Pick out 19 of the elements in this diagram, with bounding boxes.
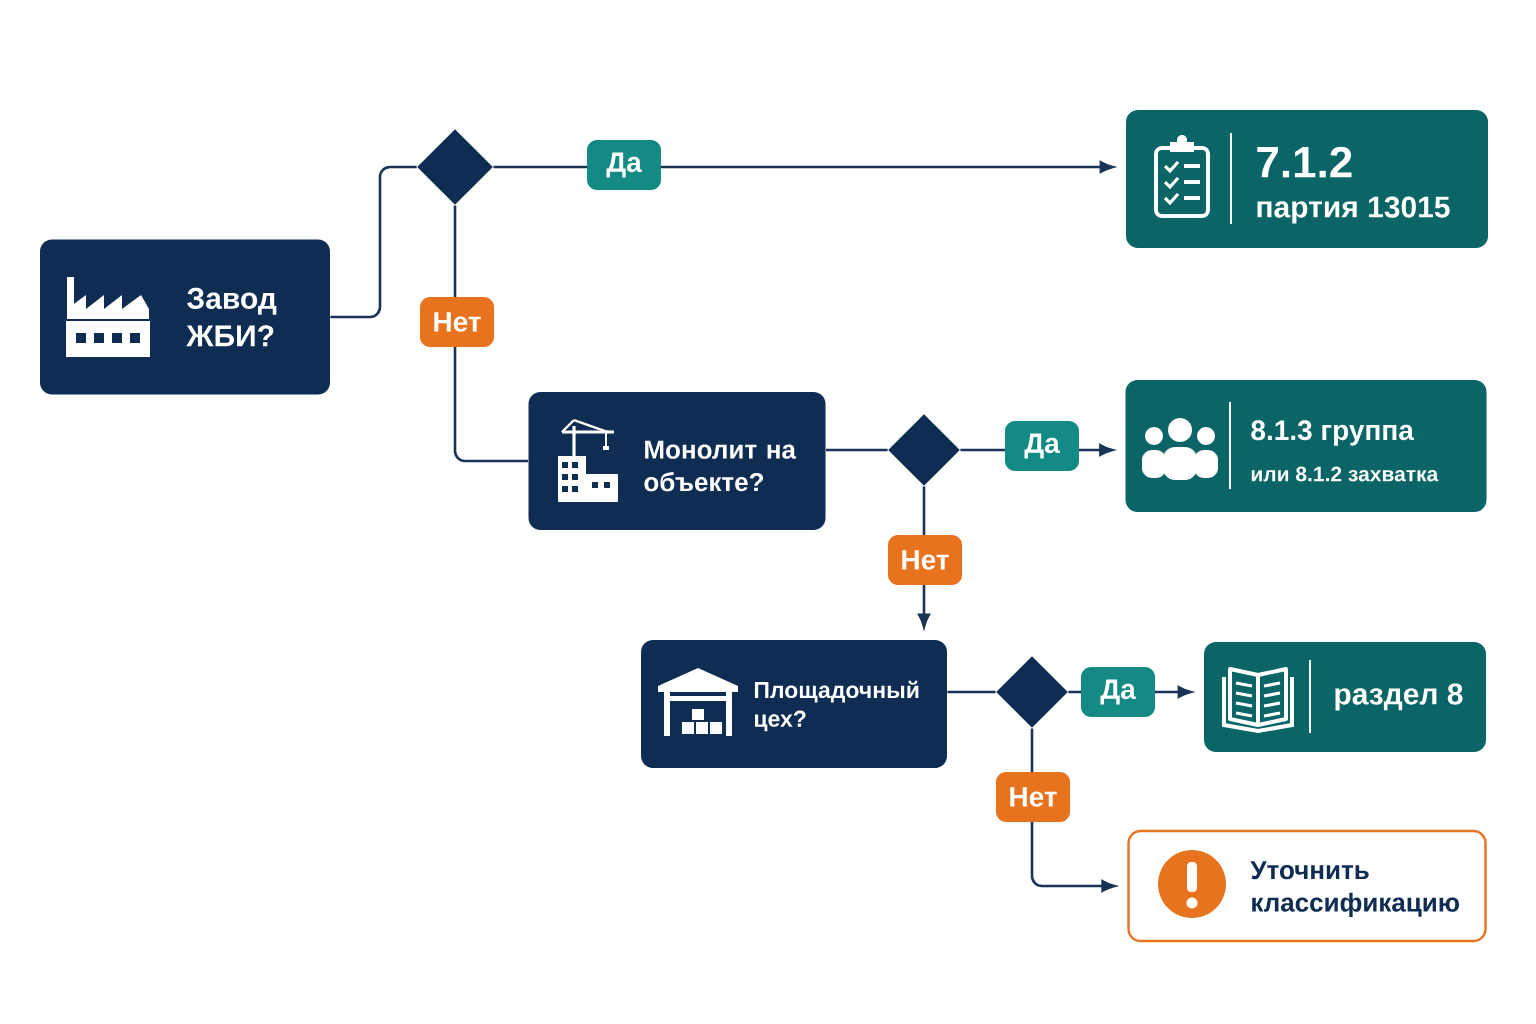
edge-label: Да <box>1005 421 1079 471</box>
connector-line <box>330 165 417 319</box>
decision-diamond <box>996 656 1068 728</box>
edge-label: Да <box>1081 667 1155 717</box>
edge-label: Нет <box>420 297 494 347</box>
decision-box: Площадочный цех? <box>641 640 947 768</box>
connector-line <box>947 690 996 694</box>
result-box: 7.1.2 партия 13015 <box>1126 110 1488 248</box>
warning-box: Уточнить классификацию <box>1127 829 1487 943</box>
result-box: раздел 8 <box>1204 642 1486 752</box>
decision-box: Монолит на объекте? <box>528 392 826 530</box>
decision-box: Завод ЖБИ? <box>40 239 330 395</box>
edge-label: Нет <box>888 535 962 585</box>
result-box: 8.1.3 группа или 8.1.2 захватка <box>1125 380 1487 512</box>
decision-diamond <box>417 129 493 205</box>
edge-label: Да <box>587 140 661 190</box>
edge-label: Нет <box>996 772 1070 822</box>
decision-diamond <box>888 414 960 486</box>
connector-line <box>825 448 888 452</box>
